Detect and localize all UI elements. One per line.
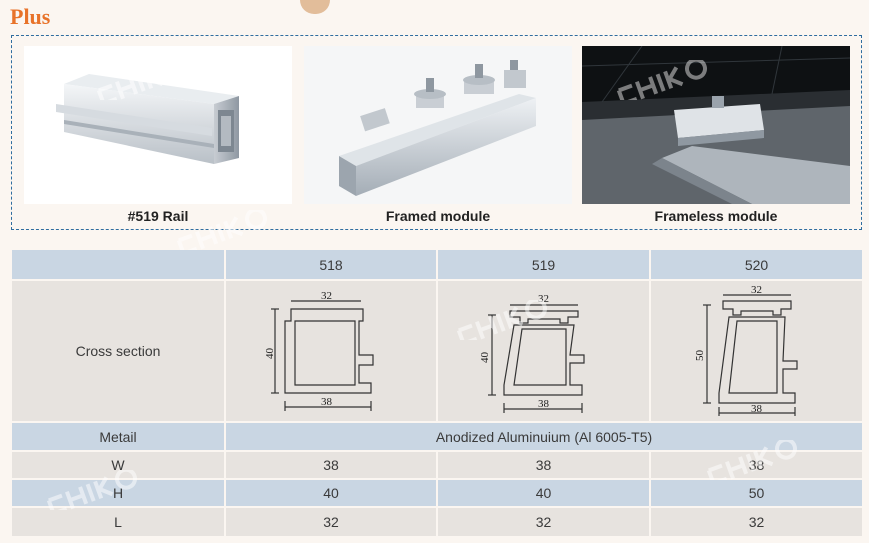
cell-l-518: 32 (224, 506, 438, 538)
row-l: L 32 32 32 (10, 506, 864, 538)
dim-bottom-519: 38 (538, 398, 550, 410)
cell-w-518: 38 (224, 450, 438, 480)
decorative-tab (300, 0, 330, 14)
cell-l-519: 32 (436, 506, 651, 538)
rail-image (24, 46, 292, 204)
material-row: Metail Anodized Aluminuium (Al 6005-T5) (10, 421, 864, 452)
caption-framed: Framed module (385, 208, 491, 224)
product-gallery: #519 Rail (11, 35, 862, 230)
cell-h-519: 40 (436, 478, 651, 508)
dim-height-520: 50 (694, 350, 706, 362)
dim-height-519: 40 (479, 352, 491, 364)
material-label: Metail (10, 421, 226, 452)
dim-bottom-520: 38 (751, 403, 763, 415)
cell-h-518: 40 (224, 478, 438, 508)
model-518: 518 (224, 248, 438, 281)
cell-w-519: 38 (436, 450, 651, 480)
dim-height-518: 40 (264, 348, 276, 360)
cross-section-label: Cross section (10, 279, 226, 423)
cell-w-520: 38 (649, 450, 864, 480)
caption-frameless: Frameless module (654, 208, 778, 224)
header-row: 518 519 520 (10, 248, 864, 281)
header-blank (10, 248, 226, 281)
row-label-l: L (10, 506, 226, 538)
cross-section-520: 32 50 38 (649, 279, 864, 423)
dim-top-520: 32 (751, 285, 762, 296)
page-title: Plus (10, 4, 51, 29)
dim-top-519: 32 (538, 293, 549, 305)
gallery-item-rail: #519 Rail (24, 46, 292, 224)
row-label-h: H (10, 478, 226, 508)
row-label-w: W (10, 450, 226, 480)
caption-rail: #519 Rail (127, 208, 189, 224)
gallery-item-framed: Framed module (304, 46, 572, 224)
cross-section-518: 32 40 38 (224, 279, 438, 423)
gallery-item-frameless: Frameless module (582, 46, 850, 224)
cell-h-520: 50 (649, 478, 864, 508)
cross-section-519: 32 40 38 (436, 279, 651, 423)
model-520: 520 (649, 248, 864, 281)
dim-top-518: 32 (321, 290, 332, 302)
dim-bottom-518: 38 (321, 396, 333, 408)
frameless-module-image (582, 46, 850, 204)
model-519: 519 (436, 248, 651, 281)
material-value: Anodized Aluminuium (Al 6005-T5) (224, 421, 864, 452)
cross-section-row: Cross section 32 40 38 (10, 279, 864, 423)
spec-table: 518 519 520 Cross section 32 40 (10, 248, 864, 538)
cell-l-520: 32 (649, 506, 864, 538)
row-w: W 38 38 38 (10, 450, 864, 480)
framed-module-image (304, 46, 572, 204)
row-h: H 40 40 50 (10, 478, 864, 508)
